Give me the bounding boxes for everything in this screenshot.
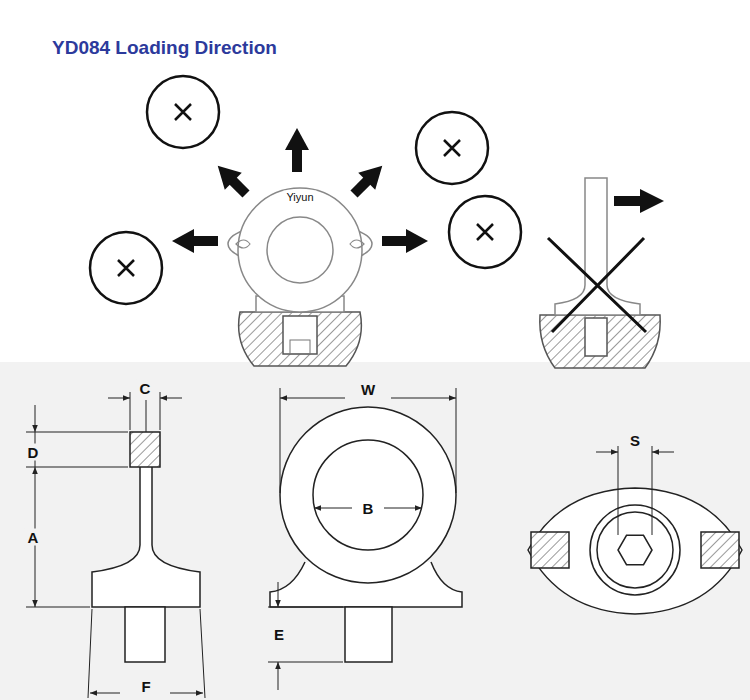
dimension-letter: E [271, 626, 287, 643]
eye-bolt-side-prohibited [540, 178, 660, 368]
dimension-letter: C [137, 380, 154, 397]
dimension-letter: A [25, 529, 42, 546]
prohibited-symbols [90, 76, 521, 304]
diagram-title: YD084 Loading Direction [52, 38, 277, 57]
front-view [268, 388, 462, 690]
top-view [528, 446, 742, 614]
dimension-letter: D [25, 444, 42, 461]
brand-mark: Yiyun [283, 191, 316, 204]
side-view [26, 392, 205, 698]
eye-bolt-front [228, 188, 372, 366]
dimension-letter: B [360, 500, 377, 517]
dimension-letter: F [138, 678, 153, 695]
dimension-letter: S [627, 432, 643, 449]
dimension-letter: W [358, 381, 378, 398]
